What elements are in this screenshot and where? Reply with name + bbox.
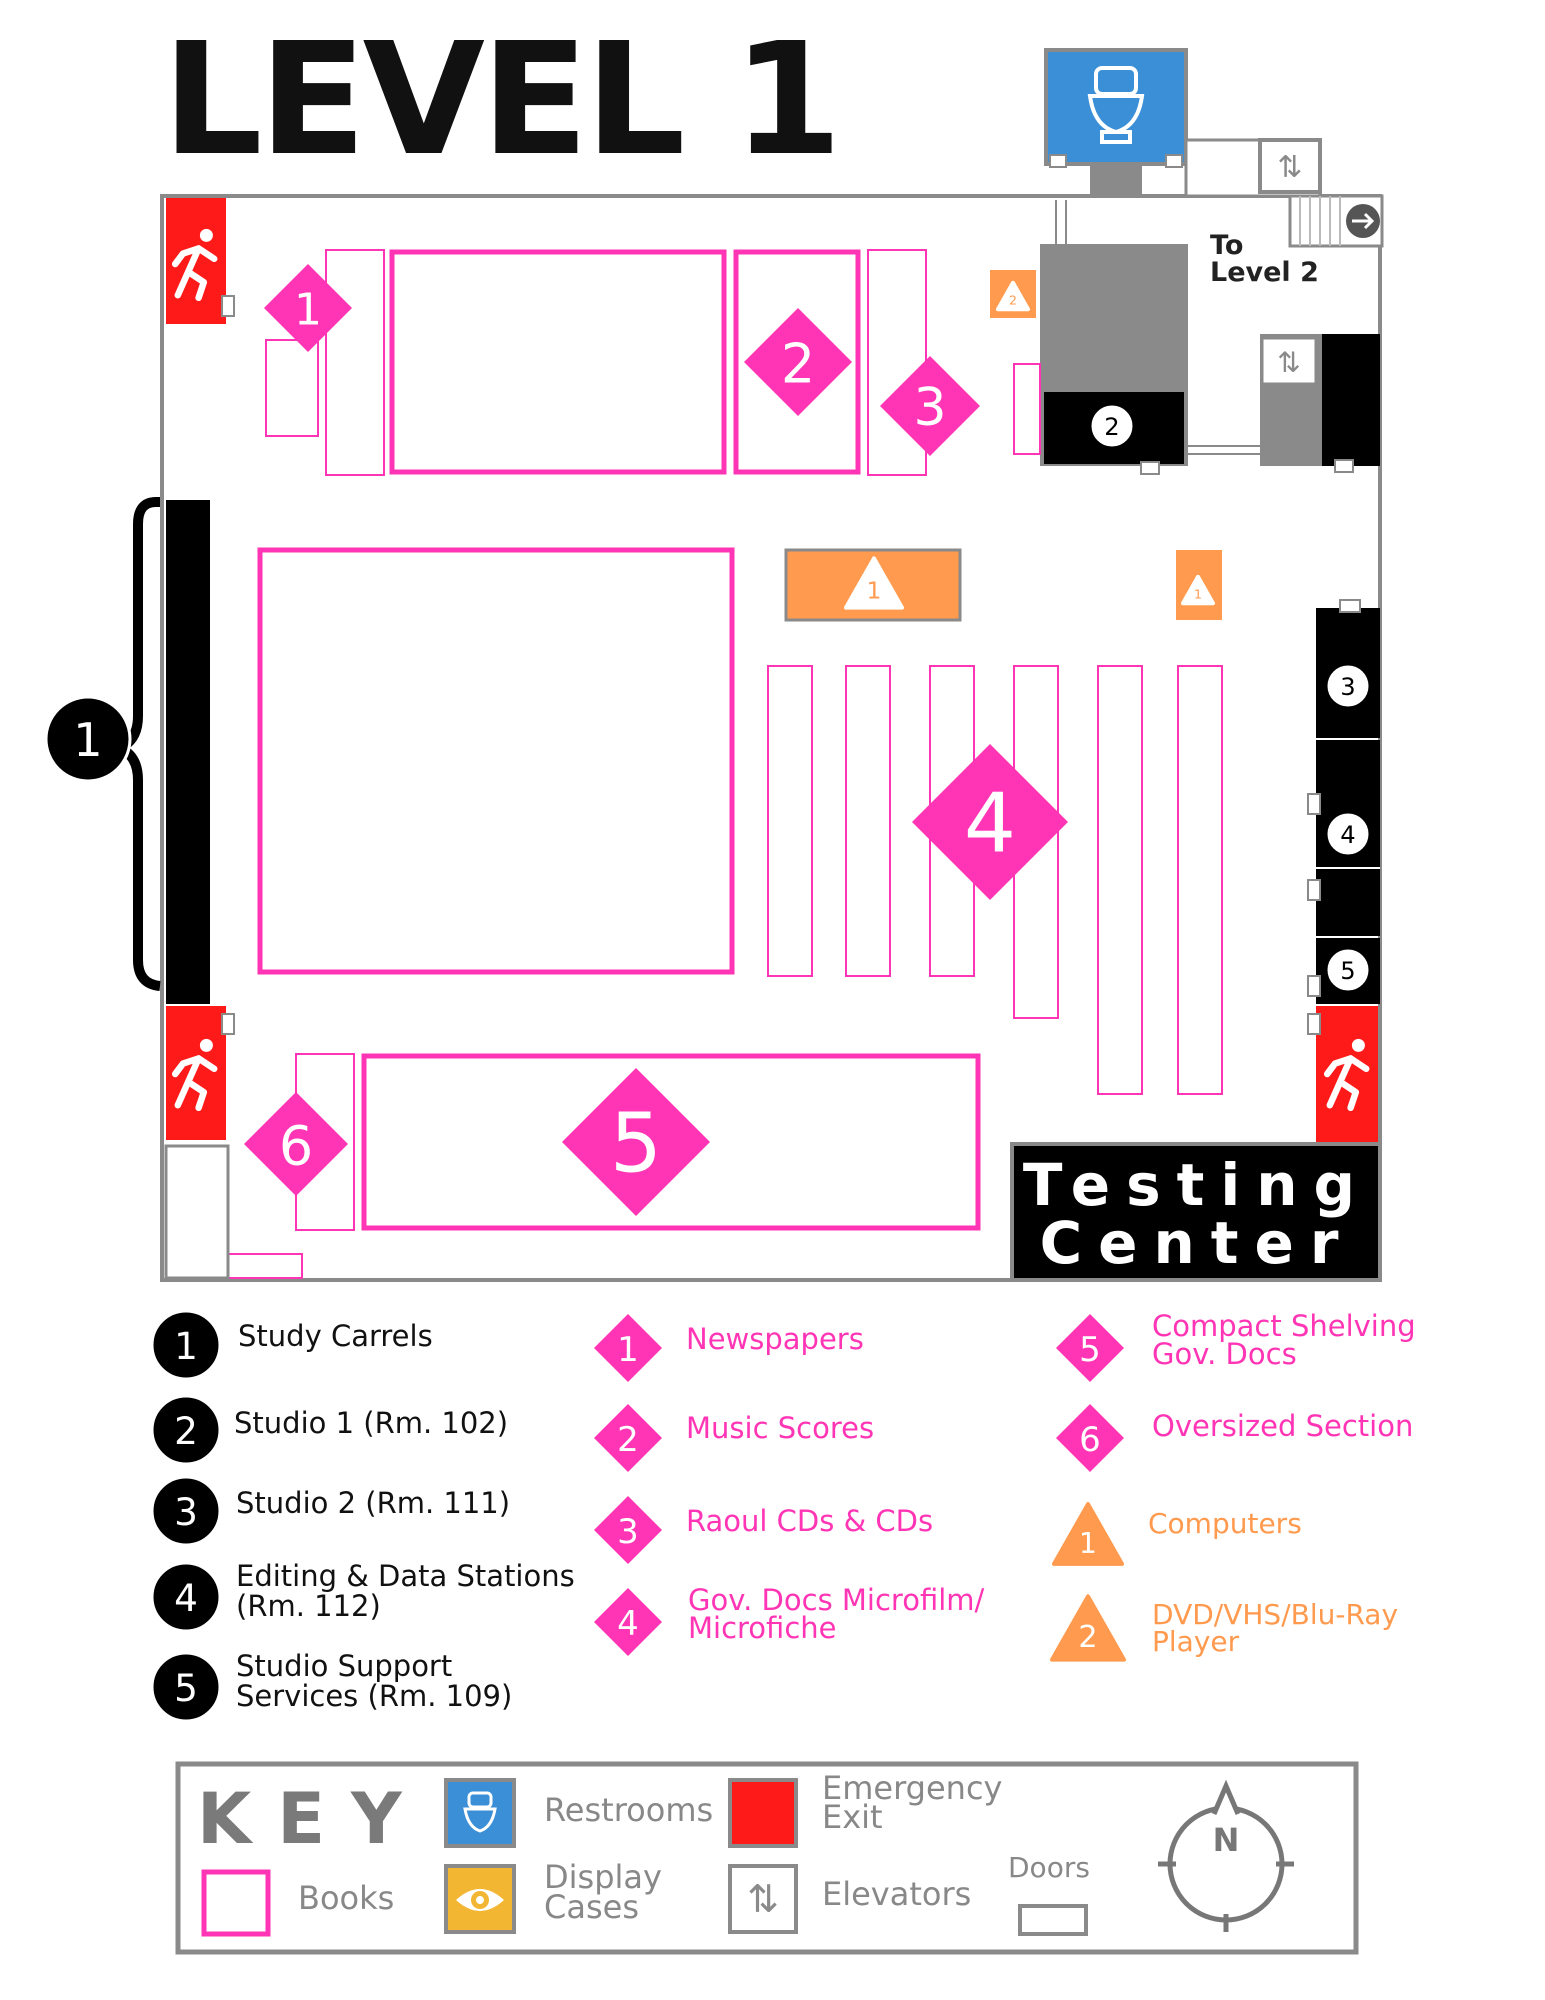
exit-icon — [171, 228, 218, 302]
legend-equipment-2: DVD/VHS/Blu-Ray Player — [1152, 1598, 1399, 1658]
legend-collection-1: Newspapers — [686, 1322, 864, 1356]
map-studio-5-marker-label: 5 — [1340, 957, 1355, 985]
legend-studio-icon-3: 3 — [150, 1475, 222, 1547]
testing-center — [1010, 1142, 1382, 1282]
key-title: KEY — [197, 1778, 428, 1860]
legend-collection-icon-3-label: 3 — [617, 1512, 639, 1552]
legend-studio-icon-4-label: 4 — [174, 1576, 198, 1620]
key-books-swatch — [201, 1869, 271, 1937]
legend-collection-icon-2-label: 2 — [617, 1420, 639, 1460]
map-microfilm-marker-label: 4 — [964, 777, 1016, 872]
map-newspapers-marker-label: 1 — [294, 285, 322, 336]
legend-collection-icon-6: 6 — [1056, 1404, 1124, 1472]
map-raoul-cds-marker: 3 — [880, 356, 980, 456]
legend-equipment-1: Computers — [1148, 1507, 1302, 1540]
legend-collection-3: Raoul CDs & CDs — [686, 1504, 934, 1538]
toilet-icon — [463, 1791, 497, 1833]
legend-collection-4: Gov. Docs Microfilm/ Microfiche — [688, 1583, 985, 1645]
stairs-to-level-2 — [1288, 194, 1384, 248]
key-elevators-label: Elevators — [822, 1875, 972, 1913]
legend-collection-icon-4: 4 — [594, 1588, 662, 1656]
map-studio-3-marker-label: 3 — [1340, 673, 1355, 701]
legend-equipment-icon-1: 1 — [1052, 1502, 1124, 1566]
legend-studio-5: Studio Support Services (Rm. 109) — [236, 1649, 513, 1713]
legend-studio-3: Studio 2 (Rm. 111) — [236, 1486, 511, 1520]
map-studio-3-marker: 3 — [1324, 662, 1372, 710]
legend-collection-icon-4-label: 4 — [617, 1604, 639, 1644]
map-studio-4-marker: 4 — [1324, 810, 1372, 858]
legend-collection-icon-3: 3 — [594, 1496, 662, 1564]
map-studio-2-marker-label: 2 — [1104, 413, 1119, 441]
legend-collection-icon-2: 2 — [594, 1404, 662, 1472]
study-carrels-wall — [166, 500, 210, 1004]
map-studio-1-marker: 1 — [44, 695, 132, 783]
legend-studio-icon-2: 2 — [150, 1394, 222, 1466]
key-emergency-exit-label: Emergency Exit — [822, 1769, 1003, 1836]
bookshelves — [227, 249, 1223, 1279]
exit-icon — [1323, 1038, 1370, 1112]
map-computers-marker-small: 1 — [1181, 574, 1215, 606]
legend-studio-2: Studio 1 (Rm. 102) — [234, 1406, 509, 1440]
key-exit-swatch — [728, 1778, 798, 1848]
map-computers-marker-large-label: 1 — [867, 576, 882, 604]
map-studio-5-marker: 5 — [1324, 946, 1372, 994]
map-oversized-marker: 6 — [244, 1092, 348, 1196]
legend-collection-icon-1-label: 1 — [617, 1330, 639, 1370]
key-books-label: Books — [298, 1879, 395, 1917]
toilet-icon — [1087, 66, 1145, 144]
elevator-top-icon — [1258, 138, 1322, 194]
legend-collection-6: Oversized Section — [1152, 1409, 1414, 1443]
legend-collection-2: Music Scores — [686, 1411, 875, 1445]
legend-studio-icon-3-label: 3 — [174, 1490, 198, 1534]
legend-equipment-icon-2: 2 — [1050, 1594, 1126, 1662]
legend-collection-icon-5: 5 — [1056, 1314, 1124, 1382]
map-studio-2-marker: 2 — [1088, 402, 1136, 450]
legend-studio-icon-1-label: 1 — [174, 1324, 198, 1368]
compass-label: N — [1213, 1821, 1240, 1859]
legend-studio-icon-5-label: 5 — [174, 1666, 198, 1710]
testing-center-label: Testing Center — [1022, 1151, 1372, 1277]
exit-icon — [171, 1038, 218, 1112]
map-microfilm-marker: 4 — [912, 744, 1068, 900]
map-newspapers-marker: 1 — [264, 264, 352, 352]
map-compact-shelving-marker: 5 — [562, 1068, 710, 1216]
compass-icon — [1158, 1779, 1294, 1932]
svg-text:⇅: ⇅ — [1277, 150, 1302, 185]
key-door-swatch — [1018, 1904, 1088, 1936]
map-studio-4-marker-label: 4 — [1340, 821, 1355, 849]
key-restroom-swatch — [444, 1778, 516, 1848]
legend-studio-1: Study Carrels — [238, 1319, 433, 1353]
legend-equipment-icon-1-label: 1 — [1079, 1526, 1097, 1560]
map-computers-marker-large: 1 — [844, 556, 904, 610]
legend-collection-5: Compact Shelving Gov. Docs — [1152, 1309, 1416, 1371]
legend-equipment-icon-2-label: 2 — [1078, 1620, 1097, 1655]
map-music-scores-marker: 2 — [744, 308, 852, 416]
legend-studio-4: Editing & Data Stations (Rm. 112) — [236, 1559, 575, 1623]
key-display-cases-label: Display Cases — [544, 1858, 662, 1927]
elevator-icon: ⇅ — [747, 1877, 779, 1921]
eye-icon — [456, 1889, 504, 1911]
map-compact-shelving-marker-label: 5 — [610, 1097, 662, 1192]
key-elevator-swatch — [728, 1864, 798, 1934]
legend-collection-icon-6-label: 6 — [1079, 1420, 1101, 1460]
map-computers-marker-small-label: 1 — [1194, 586, 1202, 601]
key-restrooms-label: Restrooms — [544, 1791, 714, 1829]
to-level-2-label: To Level 2 — [1210, 230, 1319, 288]
map-dvd-player-marker-label: 2 — [1009, 292, 1017, 307]
page-title: LEVEL 1 — [162, 9, 842, 190]
svg-text:⇅: ⇅ — [1277, 346, 1300, 379]
map-raoul-cds-marker-label: 3 — [913, 378, 946, 438]
legend-collection-icon-1: 1 — [594, 1314, 662, 1382]
legend-studio-icon-2-label: 2 — [174, 1409, 198, 1453]
map-dvd-player-marker: 2 — [996, 280, 1030, 312]
map-oversized-marker-label: 6 — [279, 1115, 313, 1178]
map-music-scores-marker-label: 2 — [781, 333, 815, 396]
map-studio-1-marker-label: 1 — [73, 713, 102, 767]
legend-studio-icon-1: 1 — [150, 1309, 222, 1381]
legend-studio-icon-5: 5 — [150, 1651, 222, 1723]
key-doors-label: Doors — [1008, 1851, 1090, 1884]
legend-collection-icon-5-label: 5 — [1079, 1330, 1101, 1370]
legend-studio-icon-4: 4 — [150, 1561, 222, 1633]
